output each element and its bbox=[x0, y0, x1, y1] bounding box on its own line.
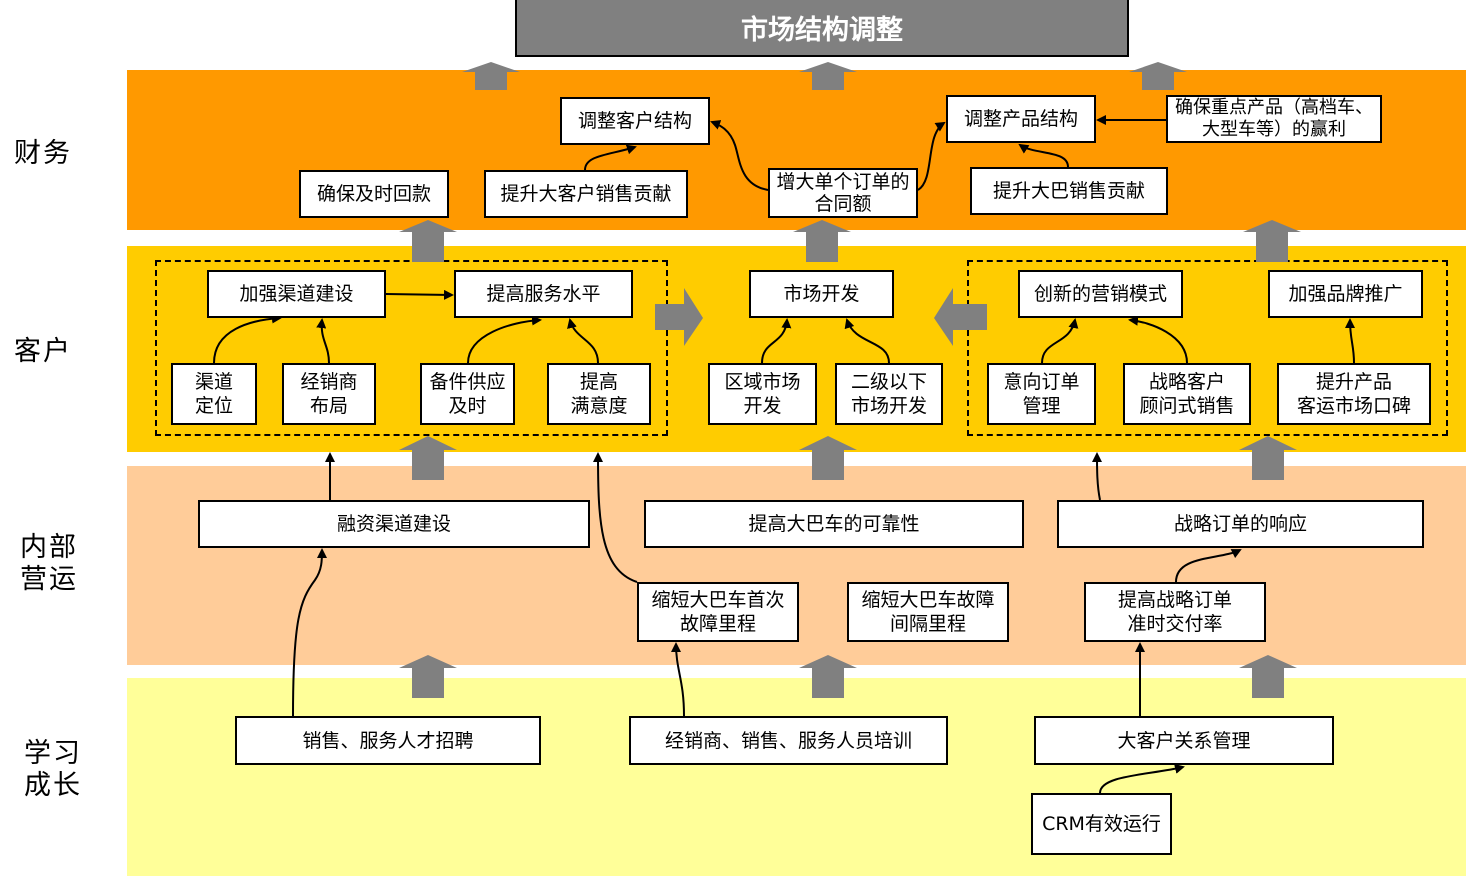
mtbf-box: 缩短大巴车故障 间隔里程 bbox=[847, 582, 1009, 642]
up-arrow-icon bbox=[799, 655, 857, 698]
internal-label: 内部 营运 bbox=[20, 532, 78, 595]
left-arrow-icon bbox=[934, 288, 987, 346]
up-arrow-icon bbox=[799, 62, 857, 90]
channel-position-box: 渠道 定位 bbox=[171, 363, 257, 425]
channel-building-box: 加强渠道建设 bbox=[207, 270, 386, 318]
regional-market-box: 区域市场 开发 bbox=[708, 363, 817, 425]
order-amount-box: 增大单个订单的 合同额 bbox=[768, 168, 918, 218]
bus-contribution-box: 提升大巴销售贡献 bbox=[970, 167, 1168, 215]
finance-label: 财务 bbox=[14, 138, 72, 169]
up-arrow-icon bbox=[399, 436, 457, 480]
training-box: 经销商、销售、服务人员培训 bbox=[629, 716, 948, 765]
up-arrow-icon bbox=[399, 655, 457, 698]
up-arrow-icon bbox=[1239, 436, 1297, 480]
up-arrow-icon bbox=[799, 436, 857, 480]
service-level-box: 提高服务水平 bbox=[454, 270, 633, 318]
up-arrow-icon bbox=[1129, 62, 1187, 90]
customer-label: 客户 bbox=[14, 336, 72, 367]
up-arrow-icon bbox=[793, 220, 851, 262]
left-group-frame bbox=[155, 260, 668, 436]
up-arrow-icon bbox=[1243, 220, 1301, 262]
adjust-product-structure-box: 调整产品结构 bbox=[946, 95, 1096, 143]
lower-tier-market-box: 二级以下 市场开发 bbox=[835, 363, 943, 425]
parts-supply-box: 备件供应 及时 bbox=[420, 363, 515, 425]
bus-reliability-box: 提高大巴车的可靠性 bbox=[644, 500, 1024, 548]
up-arrow-icon bbox=[462, 62, 520, 90]
financing-channel-box: 融资渠道建设 bbox=[198, 500, 590, 548]
key-account-management-box: 大客户关系管理 bbox=[1034, 716, 1334, 765]
reputation-box: 提升产品 客运市场口碑 bbox=[1277, 363, 1431, 425]
intent-orders-box: 意向订单 管理 bbox=[987, 363, 1096, 425]
crm-box: CRM有效运行 bbox=[1031, 793, 1172, 855]
connectors bbox=[213, 115, 1356, 794]
learning-band bbox=[127, 678, 1466, 876]
market-development-box: 市场开发 bbox=[749, 270, 894, 318]
adjust-customer-structure-box: 调整客户结构 bbox=[560, 97, 710, 145]
key-account-contribution-box: 提升大客户销售贡献 bbox=[484, 170, 688, 218]
title-box: 市场结构调整 bbox=[515, 0, 1129, 57]
timely-payment-box: 确保及时回款 bbox=[299, 170, 449, 218]
learning-label: 学习 成长 bbox=[24, 738, 82, 801]
block-arrows bbox=[399, 62, 1301, 698]
up-arrow-icon bbox=[1239, 655, 1297, 698]
brand-promotion-box: 加强品牌推广 bbox=[1268, 270, 1423, 318]
right-group-frame bbox=[967, 260, 1448, 436]
right-arrow-icon bbox=[655, 288, 703, 346]
key-product-profit-box: 确保重点产品（高档车、 大型车等）的赢利 bbox=[1166, 95, 1382, 143]
recruiting-box: 销售、服务人才招聘 bbox=[235, 716, 541, 765]
consultative-sales-box: 战略客户 顾问式销售 bbox=[1123, 363, 1251, 425]
dealer-layout-box: 经销商 布局 bbox=[282, 363, 376, 425]
satisfaction-box: 提高 满意度 bbox=[547, 363, 651, 425]
up-arrow-icon bbox=[399, 220, 457, 262]
strategic-response-box: 战略订单的响应 bbox=[1057, 500, 1424, 548]
first-failure-box: 缩短大巴车首次 故障里程 bbox=[637, 582, 799, 642]
on-time-delivery-box: 提高战略订单 准时交付率 bbox=[1084, 582, 1266, 642]
marketing-mode-box: 创新的营销模式 bbox=[1018, 270, 1183, 318]
